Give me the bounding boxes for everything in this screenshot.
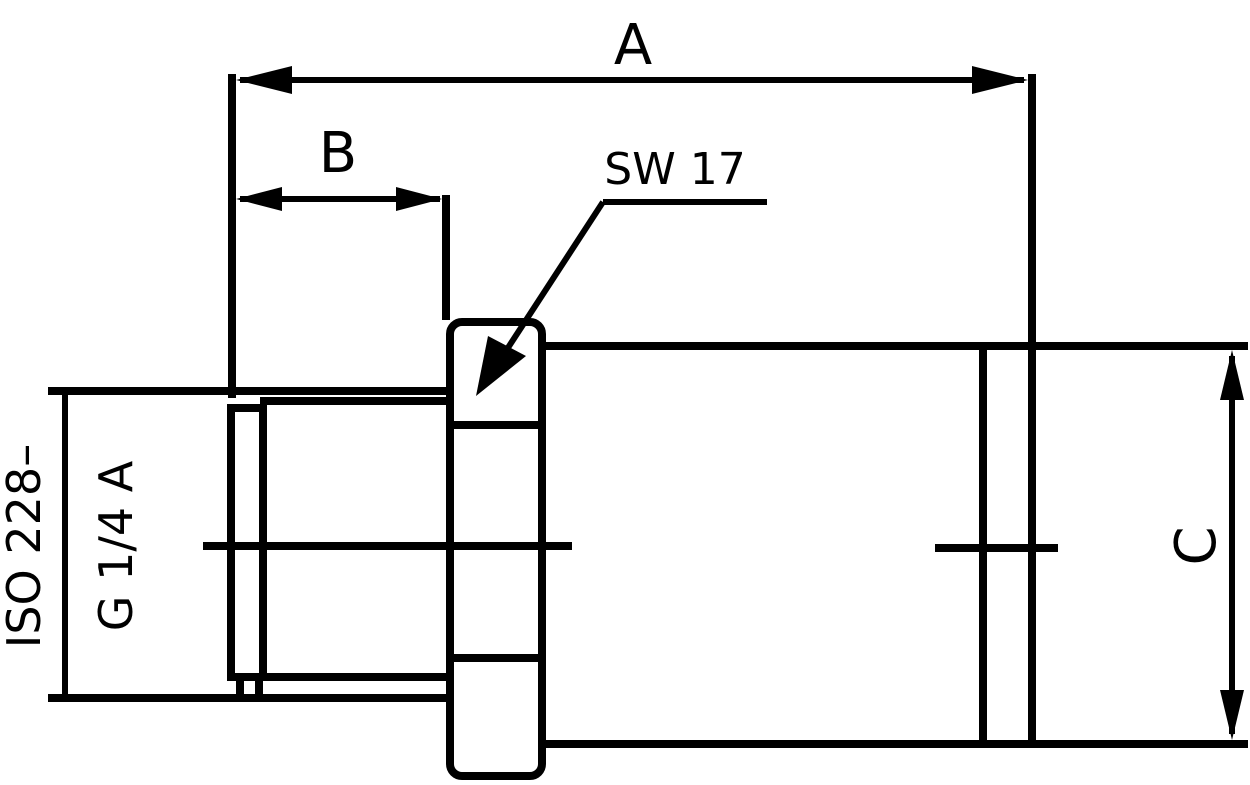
wrench-size-label: SW 17 — [604, 144, 745, 195]
dimension-a-label: A — [614, 13, 652, 78]
wrench-size-leader — [476, 199, 767, 396]
dimension-c-label: C — [1164, 526, 1229, 565]
dimension-b-label: B — [319, 121, 357, 186]
thread-standard-label: ISO 228– — [0, 444, 51, 648]
center-line — [203, 542, 1058, 552]
dimension-b — [236, 187, 450, 320]
sensor-body — [542, 342, 1248, 748]
dimension-c — [1220, 350, 1244, 740]
thread-size-label: G 1/4 A — [89, 460, 143, 631]
dimension-a — [228, 66, 1036, 748]
